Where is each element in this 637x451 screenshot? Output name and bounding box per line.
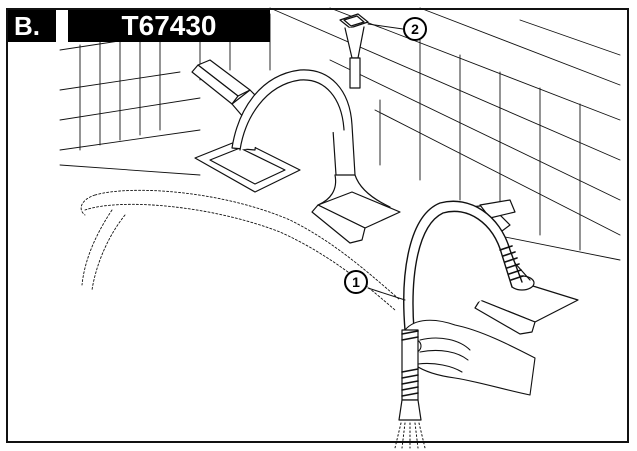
water-spray [394, 422, 426, 449]
diverter [339, 13, 369, 89]
callout-2-leader [367, 23, 404, 30]
callout-2-diverter: 2 [403, 17, 427, 41]
tile-wall [59, 7, 621, 261]
hand [404, 319, 536, 396]
callout-1-leader [367, 287, 406, 301]
model-number-label: T67430 [68, 10, 270, 42]
hand-shower-hose [403, 200, 524, 331]
callout-1-hand-shower: 1 [344, 270, 368, 294]
hand-shower-wand [398, 329, 422, 421]
spout [231, 69, 401, 244]
section-label: B. [8, 10, 56, 42]
left-handle [191, 59, 301, 193]
